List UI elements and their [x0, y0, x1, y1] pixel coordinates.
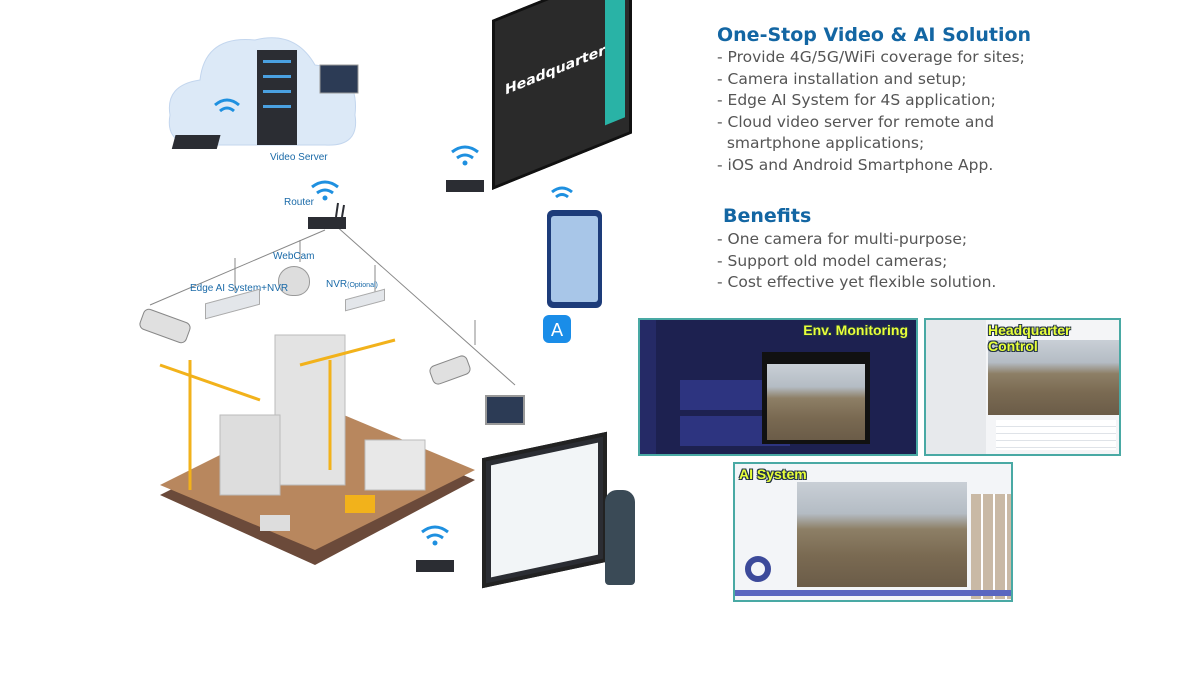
benefit-item: - One camera for multi-purpose; [717, 230, 968, 248]
smartphone-icon: A [543, 186, 602, 343]
webcam-label: WebCam [273, 251, 315, 262]
solution-item: - Cloud video server for remote and [717, 112, 995, 131]
benefit-item: - Cost effective yet flexible solution. [717, 273, 997, 291]
person-with-tablet-icon [605, 490, 635, 585]
construction-site-illustration [159, 334, 475, 565]
benefits-list: - One camera for multi-purpose; - Suppor… [717, 229, 996, 294]
solution-item: - Edge AI System for 4S application; [717, 91, 996, 109]
solution-item: smartphone applications; [717, 134, 925, 152]
benefit-item: - Support old model cameras; [717, 251, 948, 270]
solution-item: - Provide 4G/5G/WiFi coverage for sites; [717, 48, 1025, 66]
dashboard-monitor-icon [482, 431, 607, 589]
router-icon [416, 525, 454, 572]
env-monitoring-screenshot: Env. Monitoring [638, 318, 918, 456]
solution-item: - Camera installation and setup; [717, 69, 967, 88]
cloud-server-icon [168, 37, 359, 149]
router-icon [308, 180, 346, 229]
nvr-label: NVR [326, 279, 348, 290]
svg-text:A: A [551, 320, 564, 341]
webcam-icon [278, 266, 310, 296]
video-server-label: Video Server [270, 152, 328, 163]
ai-system-title: AI System [739, 466, 807, 482]
edge-ai-label: Edge AI System+NVR [190, 283, 289, 294]
solution-title: One-Stop Video & AI Solution [717, 24, 1032, 46]
desktop-monitor-icon [485, 395, 525, 425]
nvr-optional-label: (Optional) [347, 282, 378, 289]
benefits-title: Benefits [723, 205, 812, 227]
ai-system-screenshot: AI System [733, 462, 1013, 602]
router-icon [446, 145, 484, 192]
headquarter-label: Headquarter [505, 42, 606, 99]
env-monitoring-title: Env. Monitoring [803, 322, 908, 338]
solution-list: - Provide 4G/5G/WiFi coverage for sites;… [717, 47, 1025, 176]
router-label: Router [284, 197, 315, 208]
solution-item: - iOS and Android Smartphone App. [717, 155, 994, 174]
headquarter-control-screenshot: Headquarter Control [924, 318, 1121, 456]
headquarter-control-title: Headquarter Control [988, 322, 1071, 354]
